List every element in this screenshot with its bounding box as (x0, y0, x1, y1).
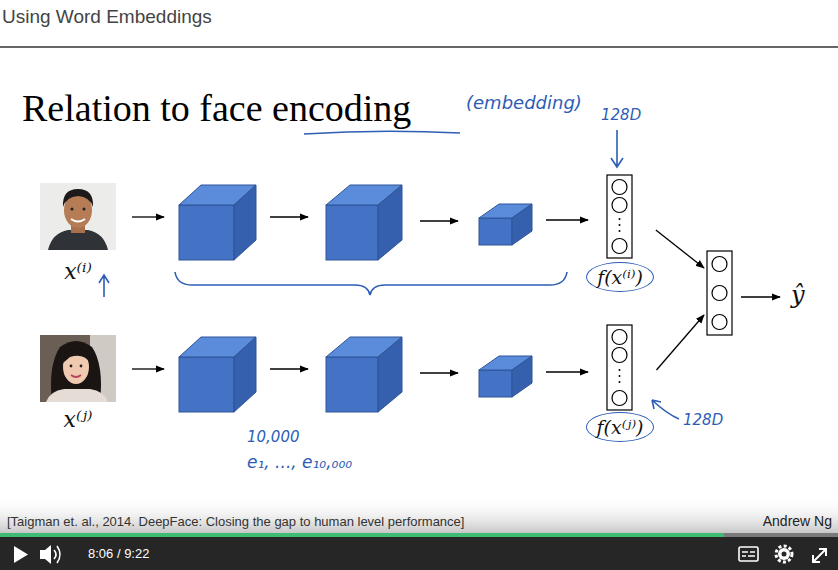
embedding-vector: f(x⁽ⁱ⁾) (586, 175, 654, 292)
progress-track (0, 533, 838, 537)
hand-note: 10,000 (247, 428, 300, 446)
hand-arrow (611, 130, 623, 167)
hand-note: e₁, ..., e₁₀,₀₀₀ (247, 452, 352, 472)
math-label: x⁽ʲ⁾ (40, 407, 116, 432)
hand-arrow (99, 275, 109, 297)
fullscreen-icon (813, 549, 826, 562)
input-image: x⁽ʲ⁾ (40, 335, 116, 432)
play-icon (14, 546, 28, 563)
hand-brace (175, 272, 567, 295)
settings-icon (776, 546, 792, 562)
progress-fill (0, 533, 724, 537)
face-photo (40, 183, 116, 250)
hand-leader (652, 400, 679, 419)
input-image: x⁽ⁱ⁾ (40, 183, 116, 284)
flow-arrow (132, 217, 780, 373)
hand-note: 128D (683, 411, 723, 429)
face-photo (40, 335, 116, 402)
player-shade (0, 496, 838, 534)
connector-arrow (656, 230, 704, 268)
page-heading: Using Word Embeddings (2, 6, 212, 28)
math-label: x⁽ⁱ⁾ (40, 259, 116, 284)
conv-volumes (179, 185, 532, 412)
output-vector: ŷ (707, 251, 805, 335)
hand-underline (304, 131, 460, 134)
math-label: ŷ (791, 281, 805, 309)
circled-label: f(x⁽ⁱ⁾) (586, 262, 654, 292)
citation: [Taigman et. al., 2014. DeepFace: Closin… (7, 514, 464, 529)
time-display: 8:06 / 9:22 (88, 546, 149, 561)
vector-units (607, 175, 732, 410)
control-bar (0, 537, 838, 570)
captions-icon (739, 547, 758, 561)
connector-arrow (656, 315, 704, 370)
slide-title: Relation to face encoding (22, 86, 411, 130)
frame-line (0, 46, 838, 48)
embedding-vector: f(x⁽ʲ⁾) (586, 325, 655, 442)
author-name: Andrew Ng (763, 513, 832, 529)
hand-note: (embedding) (466, 92, 582, 113)
circled-label: f(x⁽ʲ⁾) (586, 412, 655, 442)
volume-icon (40, 545, 60, 564)
hand-note: 128D (601, 106, 641, 124)
vector-dots (619, 218, 621, 383)
